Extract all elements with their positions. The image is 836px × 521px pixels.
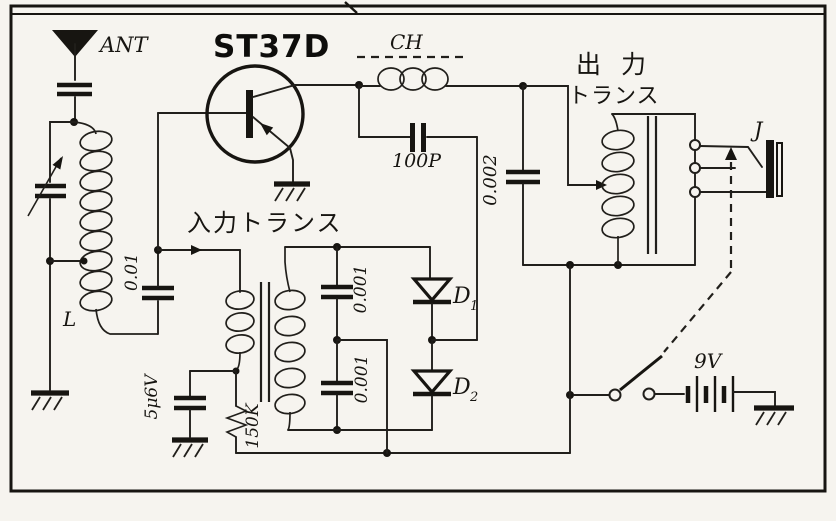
figure-frame bbox=[9, 1, 827, 493]
supply-bypass-cap-label: 0.002 bbox=[480, 154, 501, 206]
switch-arm bbox=[619, 354, 663, 392]
wire-arrow bbox=[191, 245, 202, 255]
rf-coupling-cap-label: 100P bbox=[392, 150, 442, 172]
detector-cap-upper-label: 0.001 bbox=[351, 265, 371, 314]
tuning-coil bbox=[49, 121, 158, 335]
choke-coil bbox=[355, 55, 524, 91]
jack-body bbox=[766, 140, 774, 198]
antenna-label: ANT bbox=[98, 33, 150, 57]
diode-d1 bbox=[410, 246, 454, 339]
diode1-label: D bbox=[452, 284, 471, 309]
bias-resistor-label: 150K bbox=[243, 402, 263, 448]
input-transformer-label: 入力トランス bbox=[187, 209, 343, 237]
transistor-label: ST37D bbox=[213, 29, 330, 65]
diode2-subscript: 2 bbox=[469, 390, 478, 405]
emitter-bypass-cap-label: 5μ6V bbox=[142, 373, 162, 420]
antenna-symbol bbox=[52, 30, 98, 126]
diode-d2 bbox=[410, 341, 454, 431]
detector-network bbox=[284, 243, 433, 454]
input-transformer bbox=[225, 247, 306, 431]
ground-battery bbox=[754, 405, 794, 426]
ground-left bbox=[31, 390, 69, 411]
power-switch bbox=[566, 354, 685, 402]
output-transformer bbox=[601, 113, 701, 266]
output-transformer-label-2: トランス bbox=[568, 84, 660, 109]
detector-cap-lower-label: 0.001 bbox=[352, 355, 372, 404]
choke-label: CH bbox=[390, 30, 423, 54]
emitter-arrow bbox=[260, 123, 274, 136]
bias-resistor bbox=[224, 372, 249, 454]
transistor-symbol bbox=[205, 64, 360, 183]
rf-coupling-cap bbox=[358, 84, 478, 341]
supply-bypass-cap bbox=[506, 82, 696, 269]
secondary-terminal bbox=[689, 186, 701, 198]
base-node-wiring bbox=[154, 112, 248, 293]
battery-label: 9V bbox=[694, 349, 724, 373]
coil-label: L bbox=[62, 307, 76, 331]
jack-symbol bbox=[663, 140, 783, 353]
mechanical-link bbox=[663, 271, 732, 353]
collector-lead bbox=[252, 84, 360, 98]
base-coupling-cap-label: 0.01 bbox=[122, 253, 142, 291]
diode1-subscript: 1 bbox=[470, 299, 478, 314]
transistor-base-bar bbox=[246, 90, 253, 138]
negative-rail bbox=[235, 264, 571, 457]
diode-midpoint bbox=[428, 336, 478, 344]
jack-label: J bbox=[750, 118, 764, 142]
battery-symbol bbox=[685, 376, 776, 412]
diode2-label: D bbox=[452, 375, 471, 400]
print-artifact-tick bbox=[344, 1, 358, 14]
secondary-terminal bbox=[689, 139, 701, 151]
output-transformer-label-1: 出 力 bbox=[576, 50, 652, 79]
base-coupling-cap bbox=[142, 249, 174, 335]
emitter-bypass-cap bbox=[172, 370, 237, 458]
ground-emitter bbox=[274, 181, 310, 202]
jack-body-outline bbox=[776, 142, 783, 197]
secondary-terminal bbox=[689, 162, 701, 174]
emitter-lead bbox=[252, 116, 291, 149]
jack-plug-arrow bbox=[725, 147, 737, 160]
variable-cap-arrow bbox=[52, 156, 63, 170]
variable-capacitor bbox=[27, 121, 75, 391]
